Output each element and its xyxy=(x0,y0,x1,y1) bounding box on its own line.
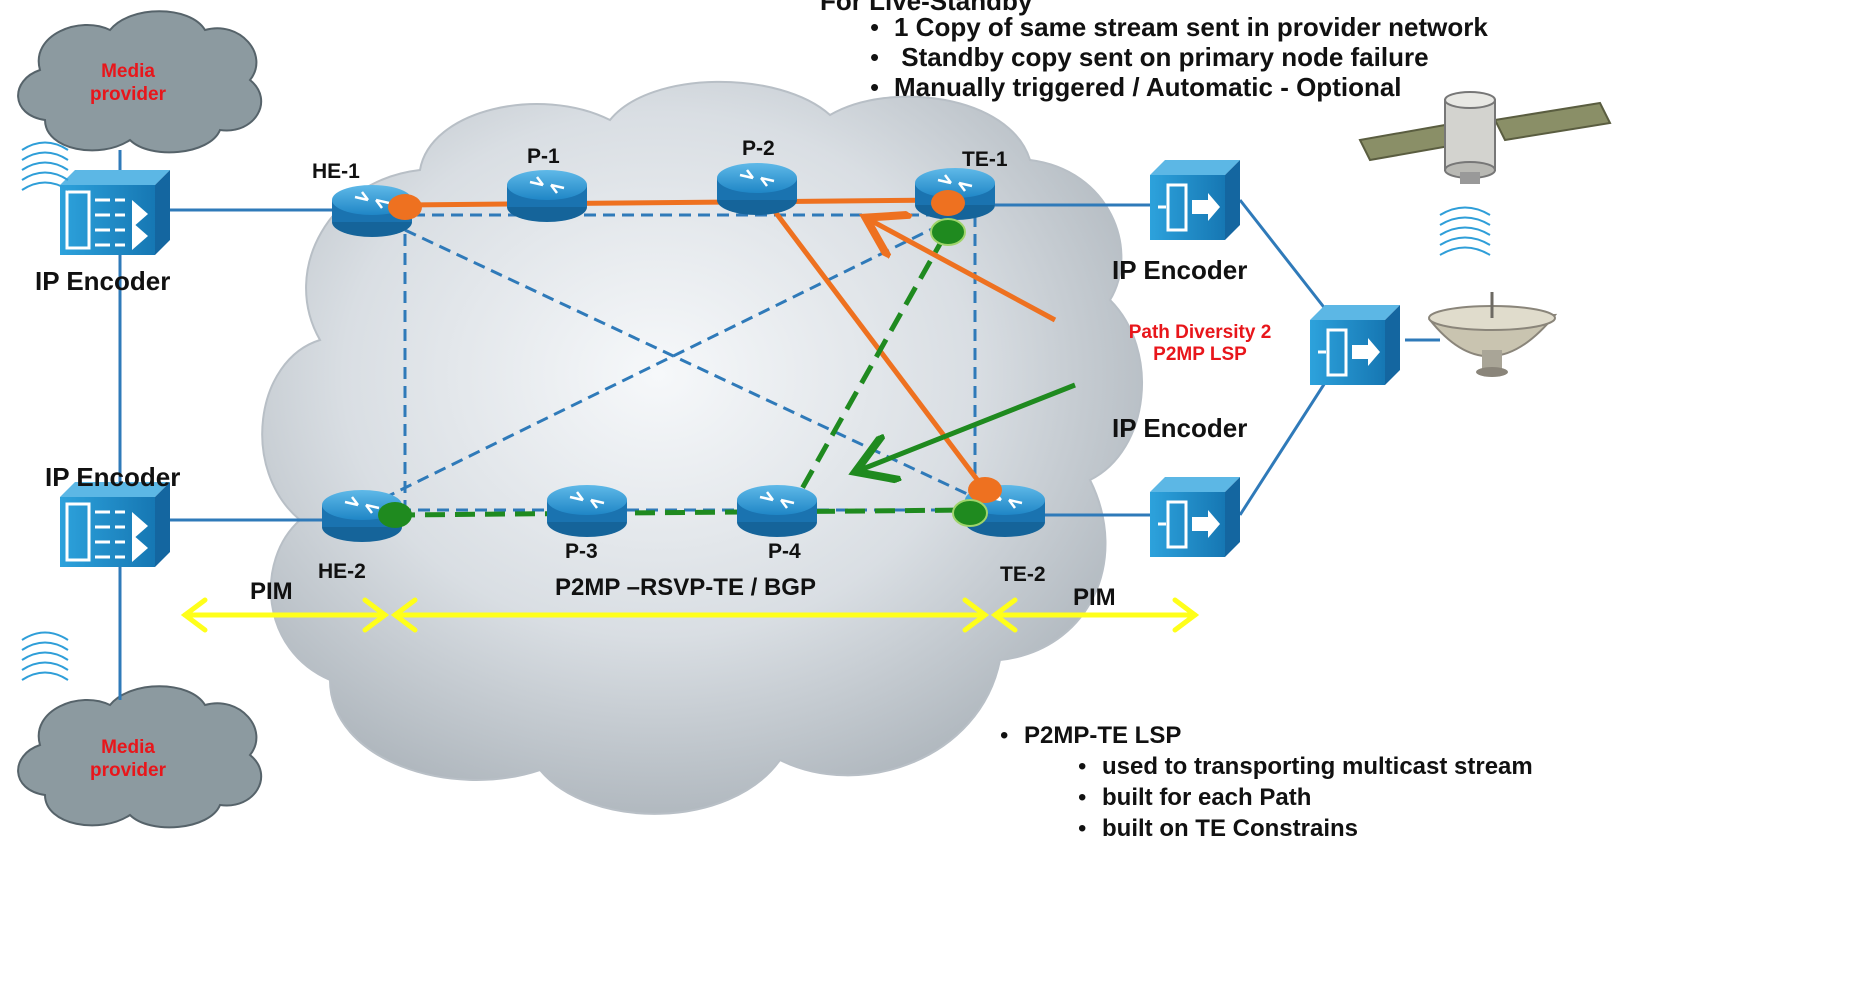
media-provider-label-bottom: Media provider xyxy=(89,737,167,781)
ip-encoder-label-left-bottom: IP Encoder xyxy=(45,462,181,492)
standby-node-te2 xyxy=(952,499,988,527)
node-label-p4: P-4 xyxy=(768,540,801,563)
ip-encoder-label-right-bottom: IP Encoder xyxy=(1112,413,1248,443)
router-p2 xyxy=(717,163,797,215)
p2mp-arrow xyxy=(390,597,990,633)
node-label-p2: P-2 xyxy=(742,137,775,160)
link-encoder-right-top xyxy=(1238,199,1332,316)
media-provider-cloud-bottom xyxy=(17,685,263,829)
p2mp-section-item: •used to transporting multicast stream xyxy=(1078,753,1533,780)
pim-arrow-right xyxy=(990,597,1200,633)
primary-node-he1 xyxy=(388,194,422,220)
path-diversity-label: Path Diversity 2 P2MP LSP xyxy=(1128,322,1272,365)
wireless-waves-icon-top-left xyxy=(21,141,69,191)
node-label-p1: P-1 xyxy=(527,145,560,168)
router-p3 xyxy=(547,485,627,537)
node-label-te1: TE-1 xyxy=(962,148,1008,171)
node-label-te2: TE-2 xyxy=(1000,563,1046,586)
mesh-links xyxy=(369,213,981,512)
ip-encoder-left-top-icon xyxy=(60,170,170,255)
primary-path-pointer xyxy=(870,220,1057,323)
live-standby-bullet: •1 Copy of same stream sent in provider … xyxy=(870,12,1488,42)
p2mp-section-title: •P2MP-TE LSP xyxy=(1000,722,1182,749)
media-provider-cloud-top xyxy=(17,10,263,154)
standby-node-te1 xyxy=(930,218,966,246)
link-encoder-right-bottom xyxy=(1238,374,1332,516)
core-protocol-label: P2MP –RSVP-TE / BGP xyxy=(555,574,816,601)
ip-encoder-right-bottom-icon xyxy=(1150,477,1240,557)
primary-node-te1 xyxy=(931,190,965,216)
p2mp-section-item: •built on TE Constrains xyxy=(1078,815,1358,842)
header-text: For Live-Standby xyxy=(820,0,1033,16)
live-standby-bullet: • Standby copy sent on primary node fail… xyxy=(870,42,1429,72)
wireless-waves-icon-bottom-left xyxy=(21,631,69,681)
ip-encoder-label-left-top: IP Encoder xyxy=(35,266,171,296)
wireless-waves-icon-right xyxy=(1439,206,1491,256)
node-label-he2: HE-2 xyxy=(318,560,366,583)
node-label-p3: P-3 xyxy=(565,540,598,563)
satellite-dish-icon xyxy=(1427,292,1558,377)
ip-encoder-right-top-icon xyxy=(1150,160,1240,240)
node-label-he1: HE-1 xyxy=(312,160,360,183)
ip-encoder-right-middle-icon xyxy=(1310,305,1400,385)
pim-label-right: PIM xyxy=(1073,584,1116,611)
primary-node-te2 xyxy=(968,477,1002,503)
standby-path xyxy=(394,233,976,518)
satellite-icon xyxy=(1358,91,1612,184)
router-p1 xyxy=(507,170,587,222)
standby-path-pointer xyxy=(860,382,1076,470)
pim-arrow-left xyxy=(180,597,390,633)
ip-encoder-label-right-top: IP Encoder xyxy=(1112,255,1248,285)
ip-encoder-left-bottom-icon xyxy=(60,482,170,567)
pim-label-left: PIM xyxy=(250,578,293,605)
router-p4 xyxy=(737,485,817,537)
media-provider-label-top: Media provider xyxy=(89,61,167,105)
standby-node-he2 xyxy=(378,502,412,528)
p2mp-section-item: •built for each Path xyxy=(1078,784,1312,811)
primary-path xyxy=(404,197,987,492)
live-standby-bullet: •Manually triggered / Automatic - Option… xyxy=(870,72,1402,102)
